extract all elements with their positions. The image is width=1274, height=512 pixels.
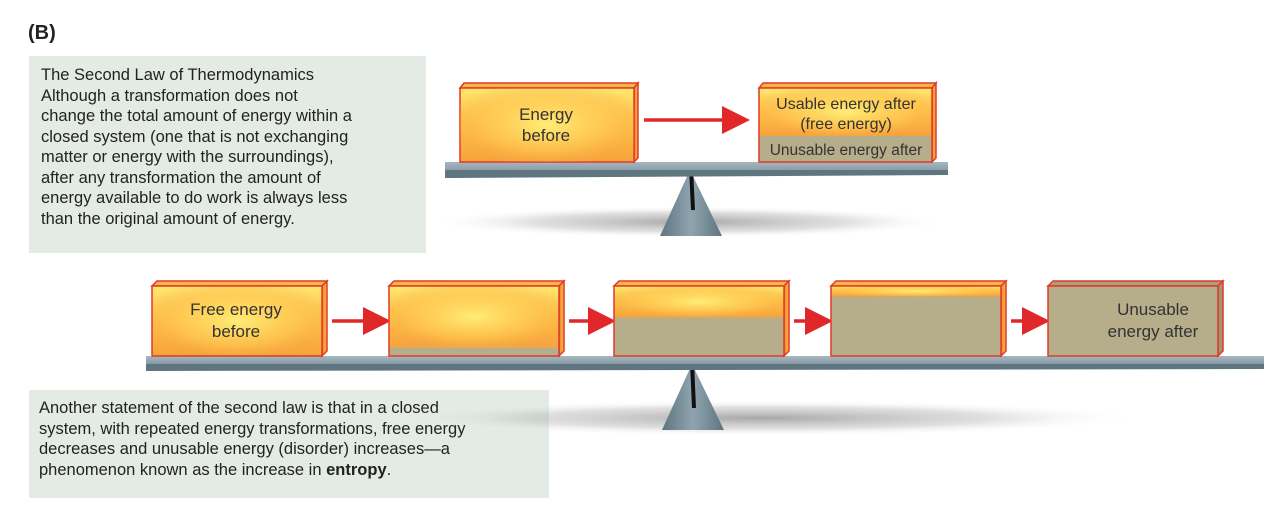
- energy-box-1: [150, 279, 329, 358]
- free-energy-before-label-line1: Free energy: [190, 300, 282, 319]
- unusable-energy-after-label-line1: Unusable: [1117, 300, 1189, 319]
- unusable-energy-fill: [831, 296, 1001, 356]
- textbox-line: Another statement of the second law is t…: [39, 399, 439, 417]
- usable-energy-label-line2: (free energy): [800, 116, 892, 133]
- unusable-energy-fill: [389, 347, 559, 356]
- second-law-textbox: The Second Law of Thermodynamics Althoug…: [29, 56, 426, 253]
- energy-before-label-line1: Energy: [519, 105, 573, 124]
- entropy-suffix: .: [386, 460, 392, 479]
- entropy-prefix: phenomenon known as the increase in: [39, 460, 327, 479]
- textbox-line: system, with repeated energy transformat…: [39, 419, 466, 438]
- free-energy-before-label-line2: before: [212, 322, 260, 341]
- unusable-energy-fill: [1048, 286, 1218, 356]
- textbox-line: change the total amount of energy within…: [41, 107, 352, 125]
- bottom-scale-shadow: [380, 400, 1140, 436]
- energy-before-label-line2: before: [522, 126, 570, 145]
- energy-box-2: [387, 279, 566, 358]
- textbox-line: energy available to do work is always le…: [41, 189, 348, 207]
- second-law-title: The Second Law of Thermodynamics: [41, 66, 314, 84]
- textbox-line: decreases and unusable energy (disorder)…: [39, 440, 450, 458]
- bottom-boxes: [150, 279, 1225, 358]
- textbox-line: Although a transformation does not: [41, 86, 298, 105]
- unusable-energy-fill: [614, 317, 784, 356]
- unusable-energy-label: Unusable energy after: [770, 142, 923, 159]
- unusable-energy-after-label-line2: energy after: [1108, 322, 1199, 341]
- bottom-beam-front: [146, 364, 1264, 371]
- energy-after-box: [757, 80, 938, 164]
- panel-label: (B): [28, 22, 56, 44]
- energy-box-5: [1046, 279, 1225, 358]
- energy-box-3: [612, 279, 791, 358]
- energy-box-4: [829, 279, 1008, 358]
- unusable-energy-layer: [759, 136, 932, 162]
- energy-before-box: [458, 80, 640, 164]
- usable-energy-label-line1: Usable energy after: [776, 96, 916, 113]
- textbox-line: after any transformation the amount of: [41, 168, 321, 187]
- textbox-line: matter or energy with the surroundings),: [41, 148, 334, 166]
- textbox-line: than the original amount of energy.: [41, 209, 295, 228]
- top-beam-front: [445, 170, 948, 178]
- textbox-line: phenomenon known as the increase in entr…: [39, 460, 549, 481]
- entropy-term: entropy: [326, 460, 387, 479]
- textbox-line: closed system (one that is not exchangin…: [41, 127, 349, 146]
